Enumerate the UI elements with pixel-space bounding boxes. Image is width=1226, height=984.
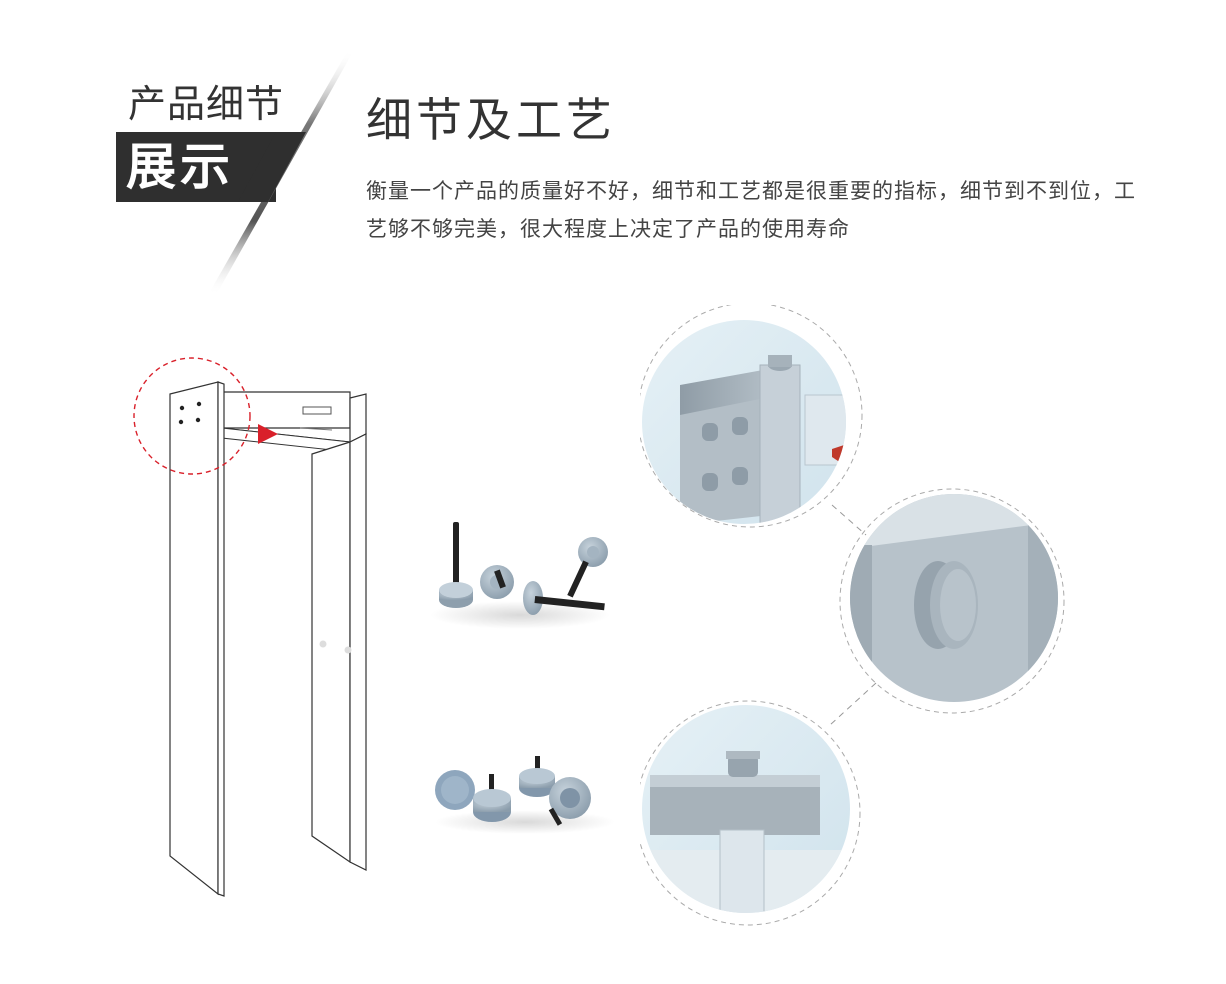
gate-display-panel	[302, 406, 332, 415]
walkthrough-gate-drawing	[133, 357, 367, 897]
gate-right-panel	[311, 441, 351, 864]
detail-callouts	[640, 305, 1065, 926]
gate-left-panel	[169, 381, 219, 896]
adjustable-feet-photo	[430, 522, 610, 629]
detail-photo-panel-top	[642, 320, 846, 524]
callout-ring-2	[839, 488, 1065, 714]
description-text: 衡量一个产品的质量好不好，细节和工艺都是很重要的指标，细节到不到位，工艺够不够完…	[366, 179, 1136, 241]
badge-subtitle: 产品细节	[128, 82, 285, 126]
detail-photo-top-cap	[642, 705, 850, 913]
callout-ring-3	[640, 700, 861, 926]
knurled-knobs-photo	[435, 756, 615, 834]
highlight-circle	[133, 357, 251, 475]
badge-title: 展示	[126, 138, 234, 196]
page-title: 细节及工艺	[366, 93, 616, 147]
red-arrow-icon	[258, 424, 278, 444]
callout-ring-1	[640, 305, 863, 528]
diagonal-slash-decoration	[208, 50, 354, 295]
